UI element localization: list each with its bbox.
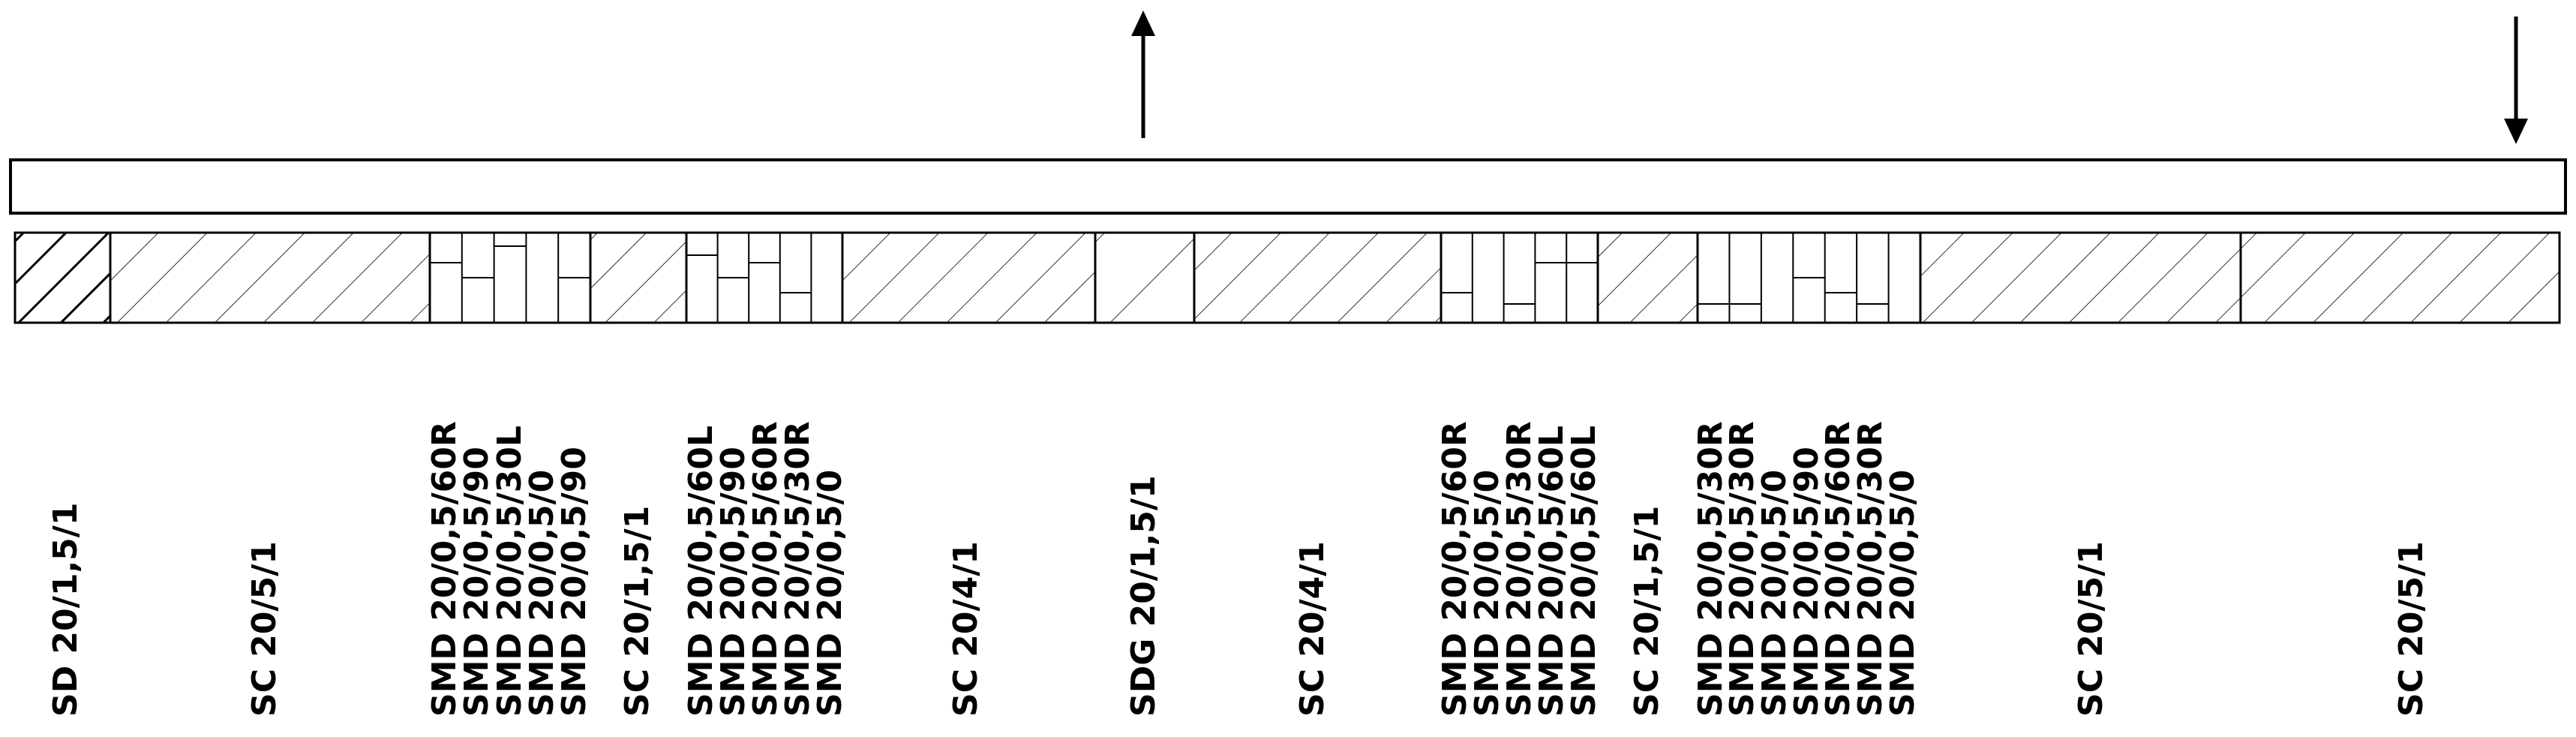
layer-segment-box — [14, 231, 112, 324]
layer-segment — [14, 231, 112, 324]
layer-segment-box — [109, 231, 431, 324]
segment-label: SMD 20/0,5/30R — [1723, 421, 1761, 717]
layer-segment-box — [841, 231, 1097, 324]
segment-label: SC 20/1,5/1 — [618, 506, 656, 717]
layer-segment — [1696, 231, 1922, 324]
layer-segment-box — [1596, 231, 1699, 324]
segment-label: SMD 20/0,5/60L — [682, 426, 720, 717]
layer-segment — [2239, 231, 2561, 324]
layer-segment — [109, 231, 431, 324]
segment-label: SMD 20/0,5/0 — [1884, 470, 1922, 717]
layer-segment — [1919, 231, 2242, 324]
segment-label: SC 20/5/1 — [2072, 541, 2110, 717]
segment-label: SMD 20/0,5/30R — [1692, 421, 1730, 717]
segment-label: SMD 20/0,5/90 — [1788, 447, 1826, 717]
segment-label: SC 20/4/1 — [947, 541, 985, 717]
segmented-layer-bar — [14, 231, 2561, 324]
segment-label: SMD 20/0,5/30R — [1500, 421, 1539, 717]
layer-segment-box — [1696, 231, 1922, 324]
layer-segment — [1094, 231, 1196, 324]
segment-label: SMD 20/0,5/60R — [746, 421, 785, 717]
segment-label: SMD 20/0,5/60R — [425, 421, 464, 717]
down-arrow-icon — [2504, 17, 2528, 144]
layer-segment-box — [1193, 231, 1443, 324]
layer-segment-box — [685, 231, 844, 324]
up-arrow-icon — [1131, 11, 1155, 138]
segment-label: SMD 20/0,5/0 — [1755, 470, 1794, 717]
segment-label: SMD 20/0,5/90 — [714, 447, 752, 717]
segment-label: SC 20/1,5/1 — [1628, 506, 1666, 717]
segment-label: SC 20/5/1 — [245, 541, 284, 717]
layer-segment-box — [1440, 231, 1599, 324]
segment-label: SMD 20/0,5/0 — [811, 470, 849, 717]
layer-segment — [1596, 231, 1699, 324]
layer-segment-box — [1094, 231, 1196, 324]
segment-label: SMD 20/0,5/60R — [1436, 421, 1474, 717]
segment-label: SC 20/5/1 — [2392, 541, 2430, 717]
layer-segment-box — [2239, 231, 2561, 324]
segment-label: SMD 20/0,5/30R — [1851, 421, 1890, 717]
segment-label: SMD 20/0,5/60R — [1819, 421, 1857, 717]
segment-label: SMD 20/0,5/30L — [491, 426, 529, 717]
segment-label: SMD 20/0,5/0 — [1468, 470, 1506, 717]
segment-label: SMD 20/0,5/90 — [458, 447, 496, 717]
segment-label: SMD 20/0,5/90 — [555, 447, 593, 717]
layer-segment-box — [589, 231, 688, 324]
segment-label: SMD 20/0,5/30R — [779, 421, 817, 717]
segment-label: SMD 20/0,5/0 — [523, 470, 561, 717]
layer-segment — [589, 231, 688, 324]
layer-segment — [1193, 231, 1443, 324]
layer-segment — [428, 231, 592, 324]
top-layer-bar — [9, 158, 2567, 215]
segment-label: SMD 20/0,5/60L — [1565, 426, 1603, 717]
layer-segment — [841, 231, 1097, 324]
segment-label: SC 20/4/1 — [1293, 541, 1332, 717]
layer-segment — [1440, 231, 1599, 324]
layer-segment-box — [1919, 231, 2242, 324]
layer-segment — [685, 231, 844, 324]
segment-label: SMD 20/0,5/60L — [1533, 426, 1571, 717]
segment-label: SD 20/1,5/1 — [47, 503, 85, 717]
segment-label: SDG 20/1,5/1 — [1124, 475, 1163, 717]
